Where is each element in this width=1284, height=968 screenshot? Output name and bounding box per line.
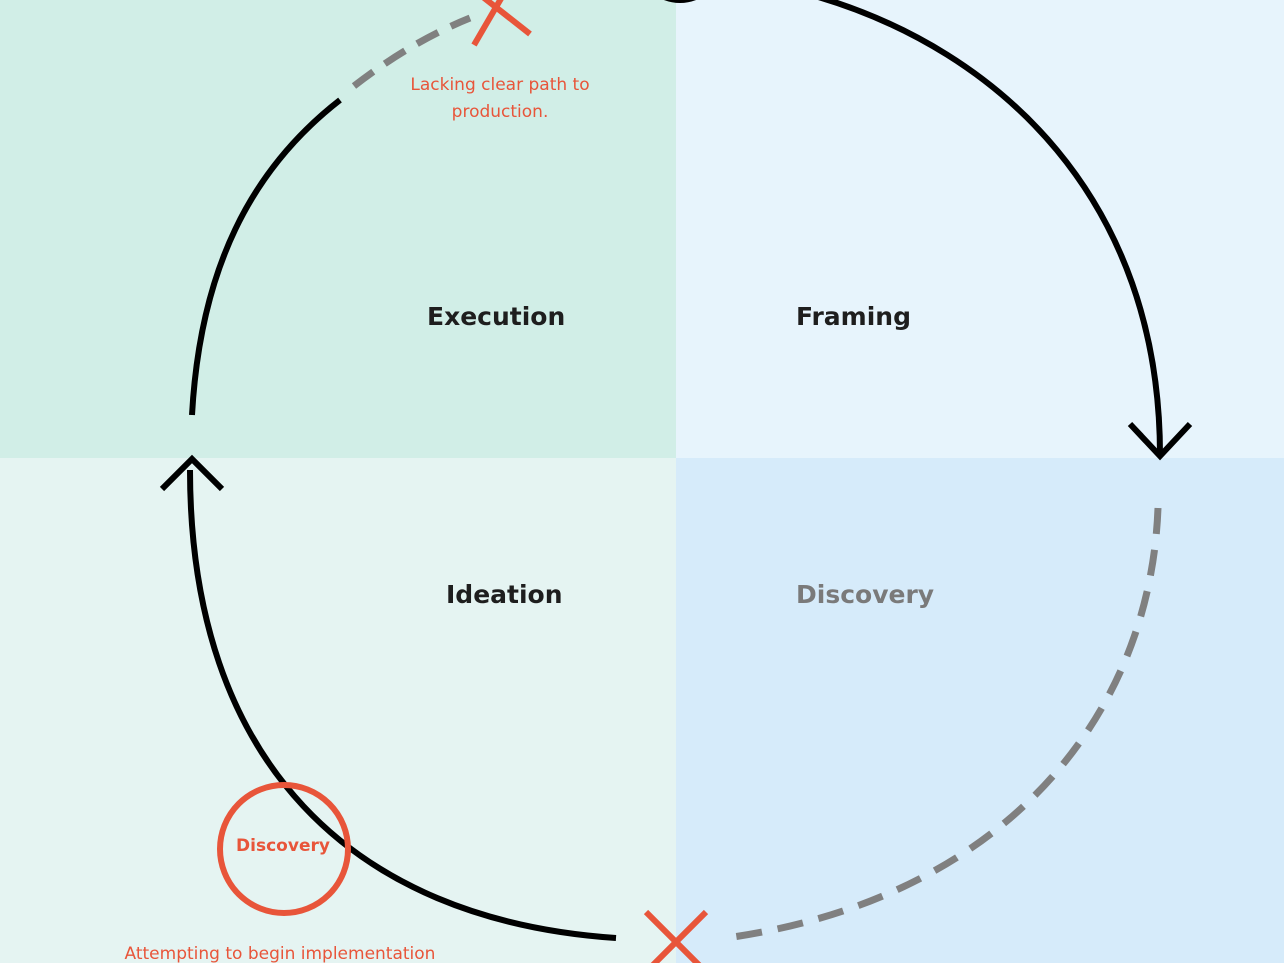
- quadrant-label-framing: Framing: [796, 302, 911, 331]
- quadrant-label-discovery: Discovery: [796, 580, 935, 609]
- quadrant-label-execution: Execution: [427, 302, 566, 331]
- arrowhead-icon: [1127, 421, 1193, 461]
- cycle-arc-execution-broken: [351, 14, 472, 89]
- blocker-note-bottom: Attempting to begin implementation: [124, 944, 436, 964]
- cycle-arc-ideation: [187, 469, 617, 941]
- quadrant-discovery: [676, 458, 1284, 963]
- discovery-bubble: [217, 782, 351, 916]
- arrowhead-icon: [159, 454, 225, 492]
- quadrant-execution: [0, 0, 676, 458]
- discovery-bubble-label: Discovery: [236, 836, 330, 856]
- cycle-arc-discovery-broken: [725, 507, 1162, 942]
- cross-icon: [471, 0, 532, 47]
- quadrant-label-ideation: Ideation: [446, 580, 563, 609]
- cross-icon: [643, 909, 709, 963]
- blocker-note-top: Lacking clear path to production.: [410, 75, 590, 122]
- cycle-arc-execution: [189, 97, 342, 416]
- cycle-arc-framing: [817, 0, 1163, 456]
